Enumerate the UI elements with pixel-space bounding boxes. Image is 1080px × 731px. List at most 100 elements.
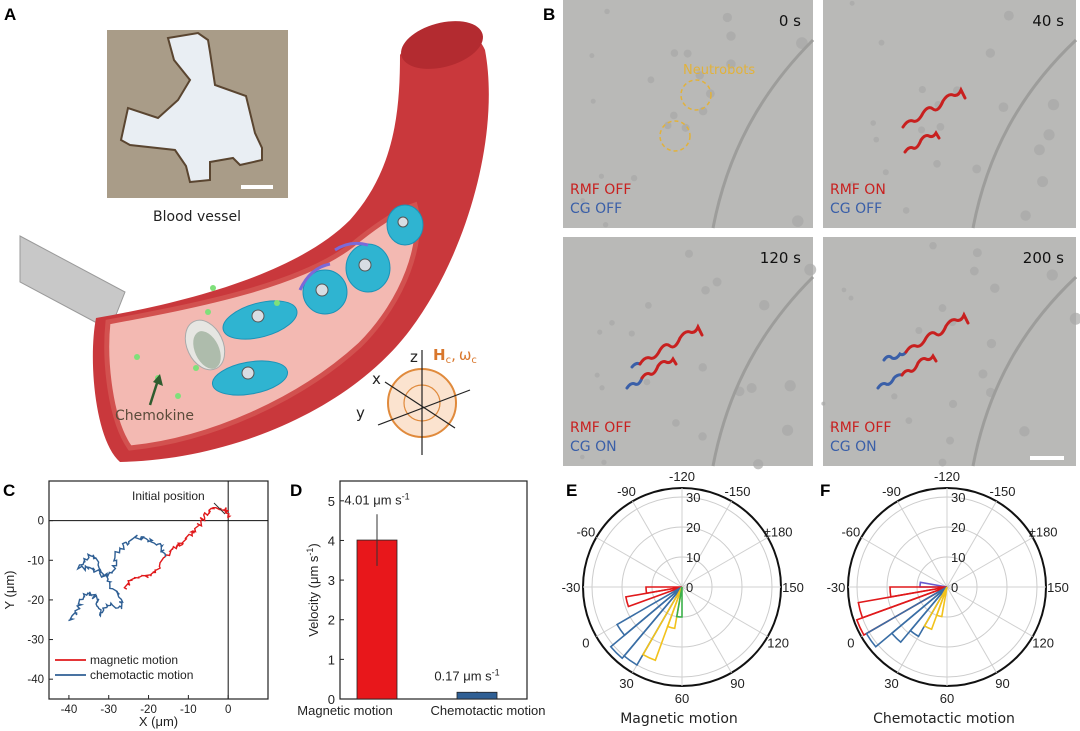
polar-spoke [681,586,768,637]
cell-debris [609,320,615,326]
y-tick-label: -30 [27,635,44,647]
radial-tick-label: 10 [686,550,700,565]
histogram-wedge [623,586,683,667]
trajectory-magnetic [638,323,704,366]
panel-label-e: E [566,481,577,500]
cell-debris [985,48,996,58]
polar-spoke [946,586,997,673]
radial-tick-label: 30 [686,490,700,505]
polar-spoke [681,501,732,588]
y-tick-label: 1 [328,652,335,667]
cell-debris [664,121,672,130]
angle-label: 0 [847,636,854,651]
y-tick-label: 2 [328,613,335,628]
cell-debris [712,277,722,287]
cell-debris [929,241,937,250]
cell-debris [986,338,997,349]
magnetic-field-diagram: z x y Hc,ωc [356,346,477,455]
cell-debris [1046,269,1058,281]
cell-debris [579,454,585,460]
cell-debris [784,380,796,392]
cell-debris [580,208,586,214]
cell-debris [998,102,1009,113]
x-axis [384,381,456,429]
cell-debris [698,432,707,441]
y-tick-label: 4 [328,533,335,548]
field-label: Hc,ωc [433,346,477,366]
cell-debris [946,436,955,445]
polar-spoke [681,586,732,673]
x-tick-label: -20 [140,704,157,716]
cg-status: CG ON [570,439,617,455]
cell-debris [753,459,764,470]
cell-debris [905,417,913,425]
angle-label: 120 [1032,636,1054,651]
cell-debris [821,401,826,406]
arrow-icon [148,379,160,406]
initial-position-annotation: Initial position [132,489,205,503]
cell-debris [878,39,885,46]
cell-debris [672,419,680,427]
cell-debris [643,378,651,386]
cell-debris [915,327,923,335]
cell-debris [701,285,710,295]
cell-debris [1047,99,1060,111]
cell-debris [933,159,941,168]
angle-label: 150 [1047,580,1069,595]
panel-label-d: D [290,481,302,500]
cell-debris [601,459,607,465]
angle-label: 120 [767,636,789,651]
cell-debris [972,248,982,258]
nanoparticle-icon [397,216,409,228]
y-tick-label: -10 [27,555,44,567]
polar-spoke [632,501,683,588]
x-axis-label: x [372,370,381,388]
timestamp: 200 s [1023,249,1064,267]
angle-label: ±180 [764,525,793,540]
panel-label-f: F [820,481,830,500]
cell-debris [746,382,757,394]
cell-debris [804,263,817,276]
trajectory-magnetic [640,356,678,380]
histogram-wedge [609,586,683,660]
nanoparticle-icon [251,309,265,323]
angle-label: 90 [995,676,1009,691]
rmf-status: RMF OFF [830,420,891,436]
cell-debris [936,122,945,131]
histogram-wedge [935,586,948,618]
cg-status: CG OFF [570,201,622,217]
rmf-status: RMF OFF [570,182,631,198]
vessel-sample [119,31,263,184]
angle-label: -120 [934,469,960,484]
bar-magnetic-motion [356,539,398,700]
cell-debris [1019,426,1030,437]
trajectory-magnetic-motion [123,507,232,590]
cell-debris [598,173,605,179]
neutrobot-marker [680,79,712,111]
cell-debris [1069,312,1080,325]
micrograph-image [563,237,813,466]
data-label: 0.17 μm s-1 [434,667,499,683]
angle-label: -60 [576,525,595,540]
angle-label: 90 [730,676,744,691]
timestamp: 40 s [1032,12,1064,30]
angle-label: -30 [562,580,581,595]
angle-label: -60 [841,525,860,540]
histogram-wedge [624,586,683,608]
cg-status: CG OFF [830,201,882,217]
tissue-fiber [711,38,815,229]
blood-vessel-photo: Blood vessel [107,30,288,225]
cell-debris [602,222,609,228]
nanoparticle-icon [315,283,329,297]
cell-debris [781,424,794,436]
cell-debris [726,59,736,69]
z-axis-label: z [410,348,418,366]
bar-chemotactic-motion [456,691,498,700]
y-tick-label: 0 [38,516,44,528]
histogram-wedge [855,586,948,637]
